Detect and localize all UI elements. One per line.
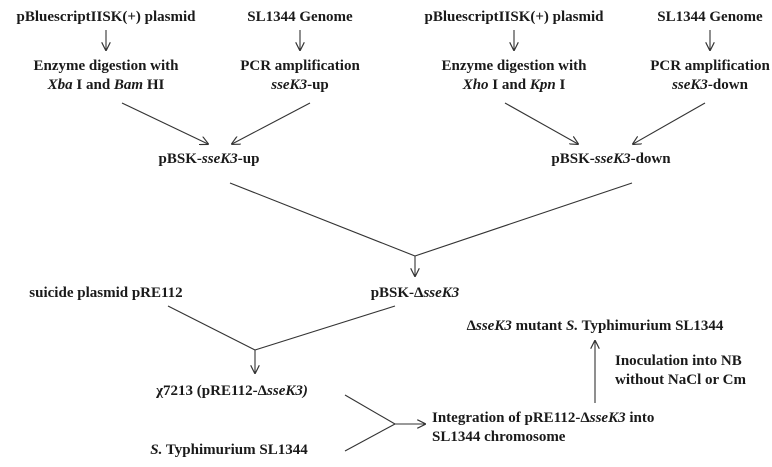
mutant-strain: ΔsseK3 mutant S. Typhimurium SL1344 — [467, 317, 724, 336]
mutant-strain-run-4: Typhimurium SL1344 — [578, 318, 724, 334]
typhimurium-sl1344: S. Typhimurium SL1344 — [150, 441, 307, 460]
enzyme-digestion-a-line2-run-0: Xba — [47, 77, 73, 93]
genome-source-a: SL1344 Genome — [247, 8, 352, 27]
pcr-amplification-down-line1: PCR amplification — [650, 57, 770, 76]
pcr-amplification-up-line2-run-1: -up — [307, 77, 329, 93]
typhimurium-sl1344-run-1: Typhimurium SL1344 — [162, 442, 308, 458]
pcr-amplification-down-line1-run-0: PCR amplification — [650, 58, 770, 74]
line-chi-to-junction — [344, 394, 396, 425]
arrow-digest-b-to-pbsk-down — [504, 102, 578, 144]
arrow-digest-a-to-pbsk-up — [121, 102, 208, 144]
enzyme-digestion-a-line1-run-0: Enzyme digestion with — [33, 58, 179, 74]
chi7213-strain-run-1: sseK3) — [267, 383, 308, 399]
typhimurium-sl1344-run-0: S. — [150, 442, 163, 458]
pbsk-sseK3-up-run-0: pBSK- — [158, 151, 202, 167]
pbsk-sseK3-up-run-2: -up — [237, 151, 260, 167]
pbsk-sseK3-down-run-1: sseK3 — [594, 151, 631, 167]
line-pbsk-down-merge — [414, 182, 633, 257]
pcr-amplification-down-line2: sseK3-down — [650, 76, 770, 95]
enzyme-digestion-b-line1-run-0: Enzyme digestion with — [441, 58, 587, 74]
plasmid-source-a-run-0: pBluescriptIISK(+) plasmid — [16, 9, 196, 25]
integration-step-line1: Integration of pRE112-ΔsseK3 into — [432, 409, 654, 428]
plasmid-source-b-run-0: pBluescriptIISK(+) plasmid — [424, 9, 604, 25]
pcr-amplification-up: PCR amplification sseK3-up — [240, 57, 360, 95]
inoculation-step-line1: Inoculation into NB — [615, 352, 746, 371]
inoculation-step-line2: without NaCl or Cm — [615, 371, 746, 390]
pcr-amplification-up-line2: sseK3-up — [240, 76, 360, 95]
integration-step: Integration of pRE112-ΔsseK3 into SL1344… — [432, 409, 654, 447]
enzyme-digestion-b-line1: Enzyme digestion with — [441, 57, 586, 76]
genome-source-b-run-0: SL1344 Genome — [657, 9, 763, 25]
pcr-amplification-up-line1: PCR amplification — [240, 57, 360, 76]
arrow-pcr-down-to-pbsk-down — [633, 102, 706, 144]
suicide-plasmid: suicide plasmid pRE112 — [29, 284, 182, 303]
pbsk-sseK3-down: pBSK-sseK3-down — [551, 150, 670, 169]
enzyme-digestion-b-line2-run-0: Xho — [462, 77, 489, 93]
mutant-strain-run-3: S. — [566, 318, 579, 334]
plasmid-source-b: pBluescriptIISK(+) plasmid — [425, 8, 604, 27]
enzyme-digestion-b: Enzyme digestion with Xho I and Kpn I — [441, 57, 586, 95]
inoculation-step: Inoculation into NB without NaCl or Cm — [615, 352, 746, 390]
chi7213-strain-run-0: χ7213 (pRE112-Δ — [156, 383, 268, 399]
mutant-strain-run-2: mutant — [511, 318, 566, 334]
pbsk-sseK3-up-run-1: sseK3 — [201, 151, 238, 167]
pcr-amplification-down-line2-run-0: sseK3 — [672, 77, 708, 93]
enzyme-digestion-b-line2-run-1: I and — [488, 77, 530, 93]
pcr-amplification-up-line2-run-0: sseK3 — [271, 77, 308, 93]
enzyme-digestion-a-line2-run-3: HI — [143, 77, 165, 93]
genome-source-a-run-0: SL1344 Genome — [247, 9, 353, 25]
mutant-strain-run-1: sseK3 — [475, 318, 512, 334]
integration-step-line2: SL1344 chromosome — [432, 428, 654, 447]
pbsk-delta-sseK3-run-0: pBSK-Δ — [370, 285, 424, 301]
pcr-amplification-down-line2-run-1: -down — [707, 77, 748, 93]
enzyme-digestion-a-line2: Xba I and Bam HI — [33, 76, 178, 95]
enzyme-digestion-a-line2-run-2: Bam — [113, 77, 144, 93]
line-suicide-merge — [167, 305, 256, 351]
enzyme-digestion-b-line2: Xho I and Kpn I — [441, 76, 586, 95]
mutant-strain-run-0: Δ — [466, 318, 476, 334]
chi7213-strain: χ7213 (pRE112-ΔsseK3) — [156, 382, 308, 401]
enzyme-digestion-b-line2-run-3: I — [555, 77, 566, 93]
suicide-plasmid-run-0: suicide plasmid pRE112 — [29, 285, 183, 301]
pcr-amplification-down: PCR amplification sseK3-down — [650, 57, 770, 95]
inoculation-step-line1-run-0: Inoculation into NB — [615, 353, 742, 369]
arrow-pcr-up-to-pbsk-up — [232, 102, 311, 144]
plasmid-source-a: pBluescriptIISK(+) plasmid — [17, 8, 196, 27]
pbsk-sseK3-up: pBSK-sseK3-up — [159, 150, 260, 169]
integration-step-line2-run-0: SL1344 chromosome — [432, 429, 566, 445]
genome-source-b: SL1344 Genome — [657, 8, 762, 27]
inoculation-step-line2-run-0: without NaCl or Cm — [615, 372, 746, 388]
integration-step-line1-run-2: into — [625, 410, 655, 426]
line-pbsk-up-merge — [229, 182, 416, 257]
enzyme-digestion-a-line1: Enzyme digestion with — [33, 57, 178, 76]
pbsk-delta-sseK3-run-1: sseK3 — [423, 285, 460, 301]
integration-step-line1-run-1: sseK3 — [589, 410, 626, 426]
pbsk-sseK3-down-run-0: pBSK- — [551, 151, 595, 167]
line-pbsk-delta-merge — [254, 305, 396, 351]
pbsk-delta-sseK3: pBSK-ΔsseK3 — [371, 284, 460, 303]
enzyme-digestion-a-line2-run-1: I and — [72, 77, 114, 93]
pcr-amplification-up-line1-run-0: PCR amplification — [240, 58, 360, 74]
enzyme-digestion-b-line2-run-2: Kpn — [529, 77, 556, 93]
enzyme-digestion-a: Enzyme digestion with Xba I and Bam HI — [33, 57, 178, 95]
line-typhi-to-junction — [344, 423, 396, 452]
integration-step-line1-run-0: Integration of pRE112-Δ — [432, 410, 590, 426]
pbsk-sseK3-down-run-2: -down — [630, 151, 671, 167]
